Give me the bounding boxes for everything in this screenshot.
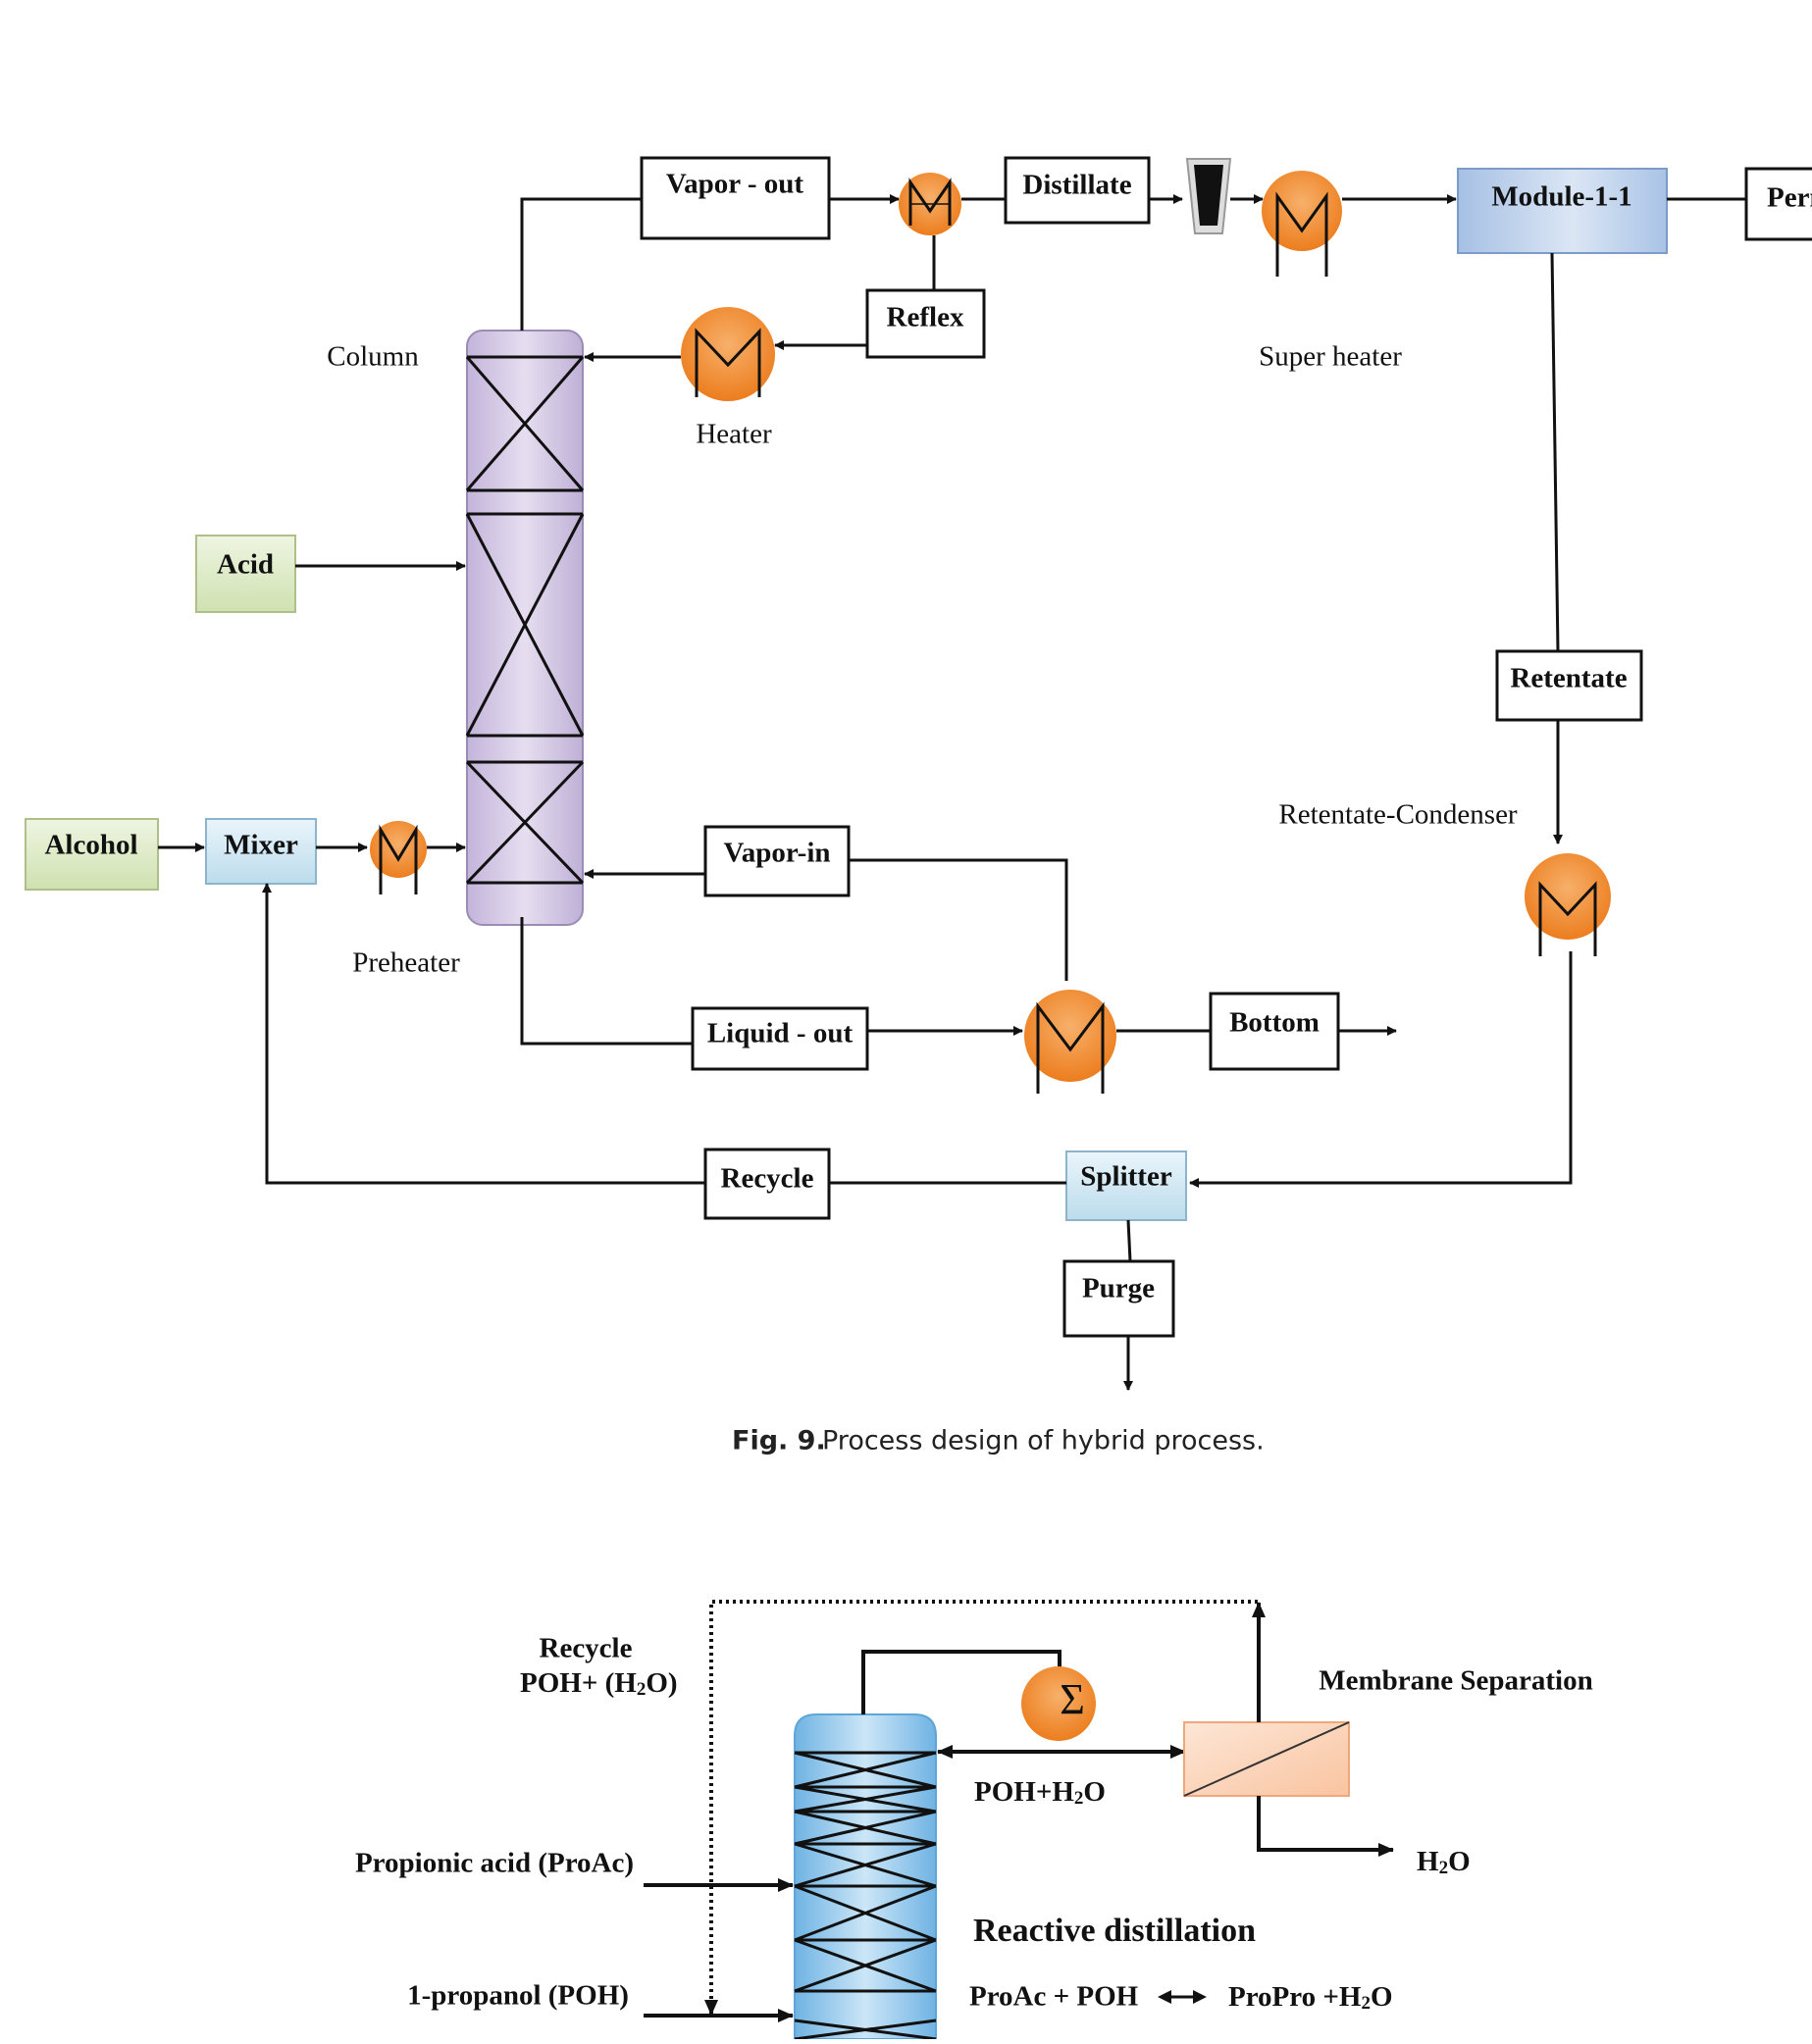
purge-box [1062, 1259, 1175, 1338]
retentate-label: Retentate [1510, 663, 1627, 694]
membrane-label: Membrane Separation [1319, 1665, 1593, 1697]
fig9-process-flow: Column Vapor - out Distillate Super heat… [25, 156, 1812, 1391]
acid-label: Acid [217, 549, 274, 581]
splitter-box [1065, 1150, 1187, 1221]
purge-label: Purge [1082, 1273, 1155, 1304]
distillate-label: Distillate [1022, 170, 1131, 201]
membrane-module-box [1457, 168, 1668, 254]
module-label: Module-1-1 [1491, 181, 1631, 213]
bottom-label: Bottom [1229, 1007, 1320, 1039]
reaction-products: ProPro +H2O [1228, 1981, 1393, 2015]
splitter-label: Splitter [1080, 1161, 1172, 1193]
preheater-label: Preheater [352, 947, 460, 979]
alcohol-label: Alcohol [44, 830, 137, 861]
retentate-condenser-label: Retentate-Condenser [1278, 799, 1518, 831]
poh-h2o-label: POH+H2O [974, 1776, 1106, 1810]
reboiler-icon [1024, 990, 1116, 1094]
permeate-label: Perm [1767, 182, 1812, 214]
liquid-out-label: Liquid - out [707, 1018, 854, 1049]
recycle-label: Recycle [721, 1163, 814, 1195]
mixer-label: Mixer [224, 830, 298, 861]
permeate-box [1744, 167, 1812, 241]
retentate-box [1495, 649, 1643, 722]
retentate-condenser-icon [1525, 853, 1611, 956]
propanol-label: 1-propanol (POH) [407, 1980, 629, 2012]
distillation-column [465, 330, 585, 926]
equilibrium-arrow-icon [1158, 1990, 1207, 2004]
vapor-in-box [703, 825, 851, 897]
column-label: Column [327, 341, 419, 373]
super-heater-icon [1262, 171, 1342, 277]
reflex-box [865, 288, 986, 359]
reactive-column [794, 1713, 937, 2041]
reactive-distillation-title: Reactive distillation [973, 1913, 1256, 1949]
pump-icon [1185, 158, 1232, 234]
vapor-out-box [640, 156, 831, 240]
fig10-reactive-distillation: Recycle POH+ (H2O) [355, 1600, 1593, 2041]
heater-icon [681, 307, 775, 401]
mixer-box [205, 818, 317, 885]
liquid-out-box [691, 1006, 869, 1071]
acid-feed-box [195, 535, 296, 613]
propionic-acid-label: Propionic acid (ProAc) [355, 1848, 634, 1879]
distillate-box [1004, 156, 1151, 225]
condenser-sigma-icon: Σ [1021, 1666, 1096, 1741]
condenser-heater-icon [899, 173, 961, 235]
vapor-out-label: Vapor - out [666, 169, 804, 200]
fig9-caption-text: Process design of hybrid process. [822, 1426, 1265, 1456]
svg-text:Σ: Σ [1060, 1675, 1085, 1723]
recycle-box [703, 1148, 831, 1220]
reaction-reactants: ProAc + POH [969, 1981, 1139, 2013]
recycle-formula: POH+ (H2O) [520, 1667, 678, 1701]
super-heater-label: Super heater [1259, 341, 1402, 373]
fig9-caption-number: Fig. 9. [732, 1426, 826, 1456]
h2o-label: H2O [1417, 1846, 1471, 1879]
alcohol-feed-box [25, 818, 159, 891]
heater-label: Heater [696, 419, 772, 450]
reflex-label: Reflex [887, 302, 964, 333]
column-top-line [520, 197, 642, 331]
bottom-box [1209, 992, 1340, 1071]
preheater-icon [370, 821, 427, 894]
vapor-in-label: Vapor-in [723, 838, 830, 869]
recycle-title: Recycle [540, 1633, 633, 1664]
